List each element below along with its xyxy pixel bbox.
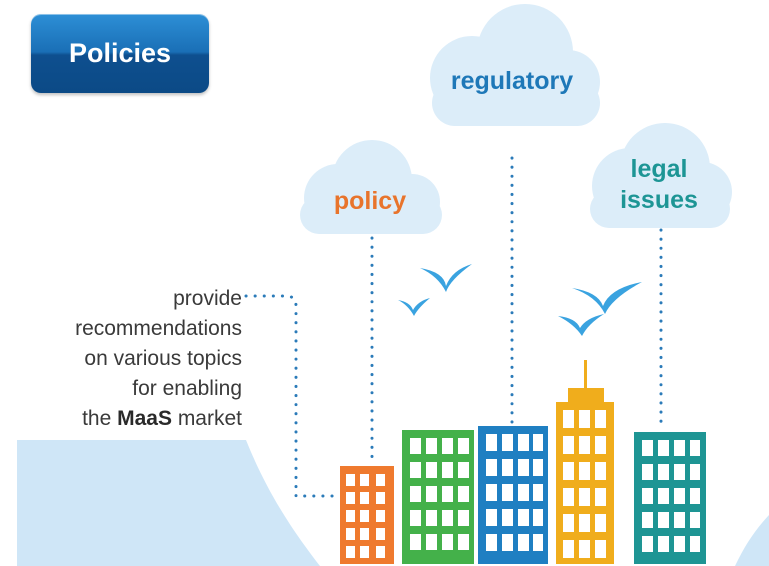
policies-button[interactable]: Policies (31, 14, 209, 93)
dotted-connectors (244, 156, 663, 498)
description-the: the (82, 407, 112, 430)
legal-label-line1: legal (630, 155, 688, 183)
description-line-1: provide (173, 287, 242, 310)
description-line-4: for enabling (132, 377, 242, 400)
description-line-3: on various topics (84, 347, 242, 370)
building-yellow-tower (556, 360, 614, 564)
left-hill (17, 440, 320, 566)
policy-label: policy (333, 187, 407, 215)
legal-issues-label: legal issues (594, 154, 724, 216)
cloud-policy (300, 140, 442, 234)
building-blue (478, 426, 548, 564)
description-maas: MaaS (117, 407, 172, 430)
right-hill (735, 515, 769, 566)
description-line-5: the MaaS market (75, 404, 242, 434)
building-green (402, 430, 474, 564)
building-orange (340, 466, 394, 564)
cloud-legal (590, 123, 732, 228)
description-line-2: recommendations (75, 317, 242, 340)
cloud-regulatory (430, 4, 600, 126)
building-teal (634, 432, 706, 564)
description-text: provide recommendations on various topic… (75, 284, 242, 434)
birds (398, 264, 642, 336)
legal-label-line2: issues (620, 186, 698, 214)
regulatory-label: regulatory (450, 67, 574, 95)
description-market: market (177, 407, 242, 430)
